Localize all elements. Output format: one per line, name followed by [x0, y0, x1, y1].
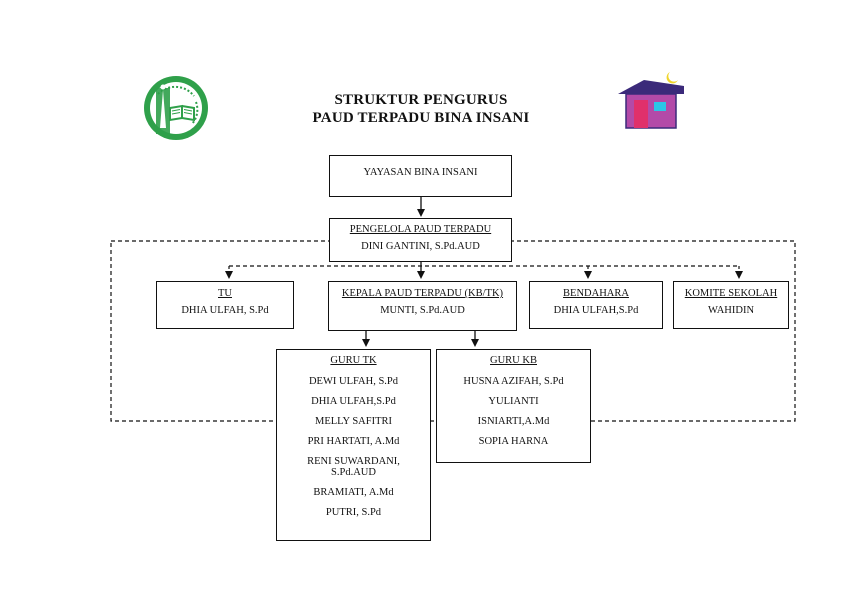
- bendahara-title: BENDAHARA: [563, 288, 629, 299]
- guru-tk-member: PUTRI, S.Pd: [325, 507, 382, 518]
- guru-tk-member: BRAMIATI, A.Md: [313, 487, 394, 498]
- guru-tk-box: GURU TK DEWI ULFAH, S.Pd DHIA ULFAH,S.Pd…: [276, 349, 431, 541]
- title-line-1: STRUKTUR PENGURUS: [334, 92, 508, 108]
- yayasan-name: YAYASAN BINA INSANI: [363, 167, 478, 178]
- kepala-box: KEPALA PAUD TERPADU (KB/TK) MUNTI, S.Pd.…: [328, 281, 517, 331]
- komite-box: KOMITE SEKOLAH WAHIDIN: [673, 281, 789, 329]
- guru-tk-member: MELLY SAFITRI: [314, 416, 393, 427]
- guru-tk-member: PRI HARTATI, A.Md: [307, 436, 400, 447]
- komite-title: KOMITE SEKOLAH: [684, 288, 778, 299]
- house-moon-icon: [614, 68, 686, 132]
- komite-name: WAHIDIN: [707, 305, 755, 316]
- guru-kb-member: HUSNA AZIFAH, S.Pd: [463, 376, 564, 387]
- tu-box: TU DHIA ULFAH, S.Pd: [156, 281, 294, 329]
- guru-tk-member: S.Pd.AUD: [331, 467, 376, 478]
- school-emblem-icon: [142, 74, 210, 142]
- guru-kb-member: SOPIA HARNA: [478, 436, 549, 447]
- yayasan-box: YAYASAN BINA INSANI: [329, 155, 512, 197]
- tu-name: DHIA ULFAH, S.Pd: [181, 305, 269, 316]
- kepala-title: KEPALA PAUD TERPADU (KB/TK): [341, 288, 504, 299]
- bendahara-box: BENDAHARA DHIA ULFAH,S.Pd: [529, 281, 663, 329]
- guru-tk-title: GURU TK: [330, 355, 377, 366]
- bendahara-name: DHIA ULFAH,S.Pd: [553, 305, 639, 316]
- title-line-2: PAUD TERPADU BINA INSANI: [312, 110, 530, 126]
- guru-tk-member: DHIA ULFAH,S.Pd: [311, 396, 396, 407]
- guru-kb-member: ISNIARTI,A.Md: [477, 416, 550, 427]
- tu-title: TU: [218, 288, 232, 299]
- guru-tk-member: RENI SUWARDANI,: [307, 456, 400, 467]
- kepala-name: MUNTI, S.Pd.AUD: [380, 305, 465, 316]
- pengelola-name: DINI GANTINI, S.Pd.AUD: [361, 241, 480, 252]
- guru-kb-box: GURU KB HUSNA AZIFAH, S.Pd YULIANTI ISNI…: [436, 349, 591, 463]
- pengelola-box: PENGELOLA PAUD TERPADU DINI GANTINI, S.P…: [329, 218, 512, 262]
- guru-kb-title: GURU KB: [490, 355, 537, 366]
- pengelola-title: PENGELOLA PAUD TERPADU: [349, 224, 492, 235]
- guru-kb-member: YULIANTI: [488, 396, 539, 407]
- guru-tk-member: DEWI ULFAH, S.Pd: [308, 376, 399, 387]
